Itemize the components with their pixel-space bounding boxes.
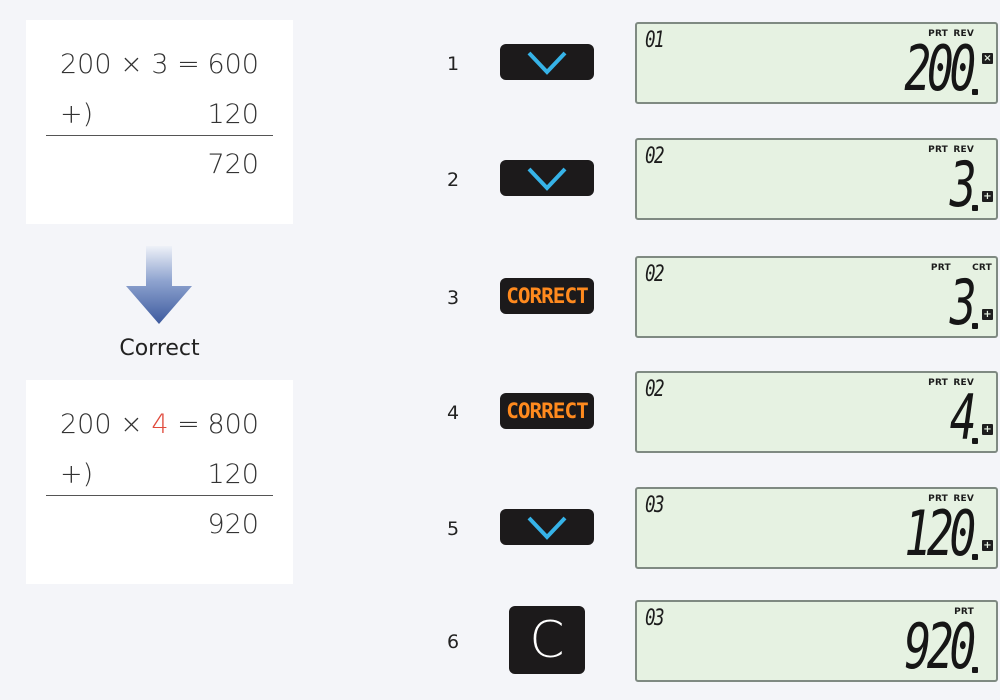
- lcd-step-counter: 02: [645, 262, 665, 287]
- calc-line-1: 200 × 3 = 600: [26, 48, 293, 82]
- step-number: 4: [446, 402, 460, 424]
- lcd-step-counter: 02: [645, 377, 665, 402]
- chevron-down-icon: [527, 51, 567, 75]
- corrected-digit: 4: [151, 409, 169, 440]
- sum-rule: [46, 495, 273, 496]
- lcd-display: 03 PRT 920: [635, 600, 998, 682]
- plus-op-icon: +: [982, 424, 993, 435]
- step-row-2: 2 02 PRT REV 3 +: [0, 136, 1000, 222]
- lcd-display: 03 PRT REV 120 +: [635, 487, 998, 569]
- plus-op-icon: +: [982, 309, 993, 320]
- calculation-before-card: 200 × 3 = 600 +) 120 720: [26, 20, 293, 224]
- calc-operator: +): [60, 99, 94, 130]
- lcd-display: 02 PRT REV 3 +: [635, 138, 998, 220]
- calc-total: 720: [207, 149, 259, 180]
- lcd-flags: PRT REV: [928, 29, 974, 39]
- multiply-op-icon: ×: [982, 53, 993, 64]
- lcd-flags: PRT REV: [928, 378, 974, 388]
- lcd-step-counter: 02: [645, 144, 665, 169]
- lcd-decimal-point: [972, 323, 978, 329]
- lcd-flags: PRT CRT: [930, 263, 992, 273]
- lcd-decimal-point: [972, 667, 978, 673]
- calc-result: 600: [207, 49, 259, 80]
- calc-expression-part: 200 ×: [60, 409, 152, 440]
- calc-result: 800: [207, 409, 259, 440]
- lcd-flags: PRT REV: [928, 494, 974, 504]
- lcd-value: 200: [904, 32, 976, 105]
- calc-operator: +): [60, 459, 94, 490]
- step-row-1: 1 01 PRT REV 200 ×: [0, 20, 1000, 106]
- check-down-key[interactable]: [500, 44, 594, 80]
- calc-line-3: 920: [26, 508, 293, 542]
- down-arrow-icon: [124, 246, 194, 326]
- clear-key[interactable]: C: [509, 606, 585, 674]
- check-down-key[interactable]: [500, 509, 594, 545]
- calc-expression-part: =: [168, 409, 200, 440]
- step-number: 3: [446, 287, 460, 309]
- lcd-step-counter: 03: [645, 606, 665, 631]
- calc-line-2: +) 120: [26, 98, 293, 132]
- calculation-after-card: 200 × 4 = 800 +) 120 920: [26, 380, 293, 584]
- correct-caption: Correct: [119, 336, 200, 361]
- step-number: 6: [446, 631, 460, 653]
- step-number: 2: [446, 169, 460, 191]
- calc-addend: 120: [207, 459, 259, 490]
- correct-key[interactable]: CORRECT: [500, 278, 594, 314]
- lcd-flags: PRT: [954, 607, 974, 617]
- plus-op-icon: +: [982, 540, 993, 551]
- correct-key[interactable]: CORRECT: [500, 393, 594, 429]
- calc-line-1: 200 × 4 = 800: [26, 408, 293, 442]
- lcd-display: 02 PRT CRT 3 +: [635, 256, 998, 338]
- step-number: 1: [446, 53, 460, 75]
- lcd-decimal-point: [972, 205, 978, 211]
- lcd-value: 3: [949, 148, 976, 221]
- lcd-decimal-point: [972, 554, 978, 560]
- chevron-down-icon: [527, 167, 567, 191]
- lcd-step-counter: 03: [645, 493, 665, 518]
- calc-line-3: 720: [26, 148, 293, 182]
- lcd-flags: PRT REV: [928, 145, 974, 155]
- lcd-display: 01 PRT REV 200 ×: [635, 22, 998, 104]
- step-row-3: 3 CORRECT 02 PRT CRT 3 +: [0, 254, 1000, 340]
- lcd-value: 3: [949, 266, 976, 339]
- lcd-value: 4: [949, 381, 976, 454]
- calc-addend: 120: [207, 99, 259, 130]
- lcd-step-counter: 01: [645, 28, 665, 53]
- step-row-6: 6 C 03 PRT 920: [0, 598, 1000, 684]
- lcd-decimal-point: [972, 438, 978, 444]
- calc-expression: 200 × 4 =: [60, 408, 200, 442]
- plus-op-icon: +: [982, 191, 993, 202]
- check-down-key[interactable]: [500, 160, 594, 196]
- chevron-down-icon: [527, 516, 567, 540]
- lcd-value: 920: [904, 610, 976, 683]
- step-row-5: 5 03 PRT REV 120 +: [0, 485, 1000, 571]
- lcd-decimal-point: [972, 89, 978, 95]
- lcd-value: 120: [904, 497, 976, 570]
- calc-line-2: +) 120: [26, 458, 293, 492]
- calc-expression: 200 × 3 =: [60, 49, 200, 80]
- step-number: 5: [446, 518, 460, 540]
- sum-rule: [46, 135, 273, 136]
- calc-total: 920: [207, 509, 259, 540]
- lcd-display: 02 PRT REV 4 +: [635, 371, 998, 453]
- step-row-4: 4 CORRECT 02 PRT REV 4 +: [0, 369, 1000, 455]
